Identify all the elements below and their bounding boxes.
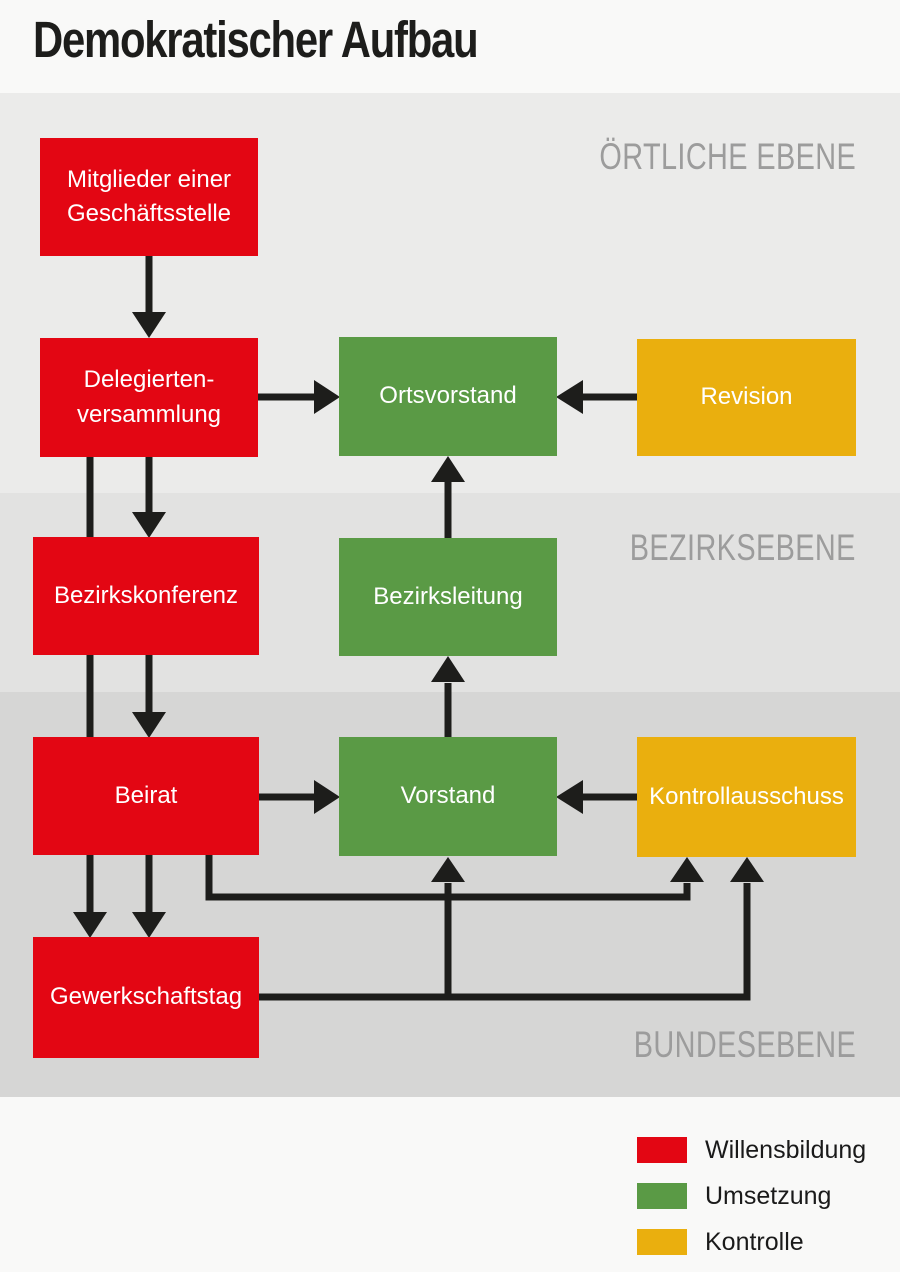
node-beirat: Beirat <box>33 737 259 855</box>
legend-swatch-red <box>637 1137 687 1163</box>
legend-item-umsetzung: Umsetzung <box>637 1181 866 1210</box>
legend-swatch-green <box>637 1183 687 1209</box>
page-title: Demokratischer Aufbau <box>33 11 479 68</box>
node-vorstand: Vorstand <box>339 737 557 856</box>
legend-label: Willensbildung <box>705 1135 867 1164</box>
node-revision: Revision <box>637 339 856 456</box>
legend: Willensbildung Umsetzung Kontrolle <box>637 1135 867 1272</box>
legend-swatch-yellow <box>637 1229 687 1255</box>
legend-item-kontrolle: Kontrolle <box>637 1227 866 1256</box>
node-bezirkskonferenz: Bezirkskonferenz <box>33 537 259 655</box>
legend-label: Kontrolle <box>705 1227 804 1256</box>
node-gewerkschaftstag: Gewerkschaftstag <box>33 937 259 1058</box>
node-ortsvorstand: Ortsvorstand <box>339 337 557 456</box>
node-kontrollausschuss: Kontrollausschuss <box>637 737 856 857</box>
node-bezirksleitung: Bezirksleitung <box>339 538 557 656</box>
node-delegiertenversammlung: Delegierten- versammlung <box>40 338 258 457</box>
level-label-local: ÖRTLICHE EBENE <box>599 136 856 177</box>
level-label-federal: BUNDESEBENE <box>633 1024 856 1065</box>
legend-label: Umsetzung <box>705 1181 832 1210</box>
node-mitglieder-einer-geschaeftsstelle: Mitglieder einer Geschäftsstelle <box>40 138 258 256</box>
legend-item-willensbildung: Willensbildung <box>637 1135 867 1164</box>
level-label-district: BEZIRKSEBENE <box>629 527 856 568</box>
